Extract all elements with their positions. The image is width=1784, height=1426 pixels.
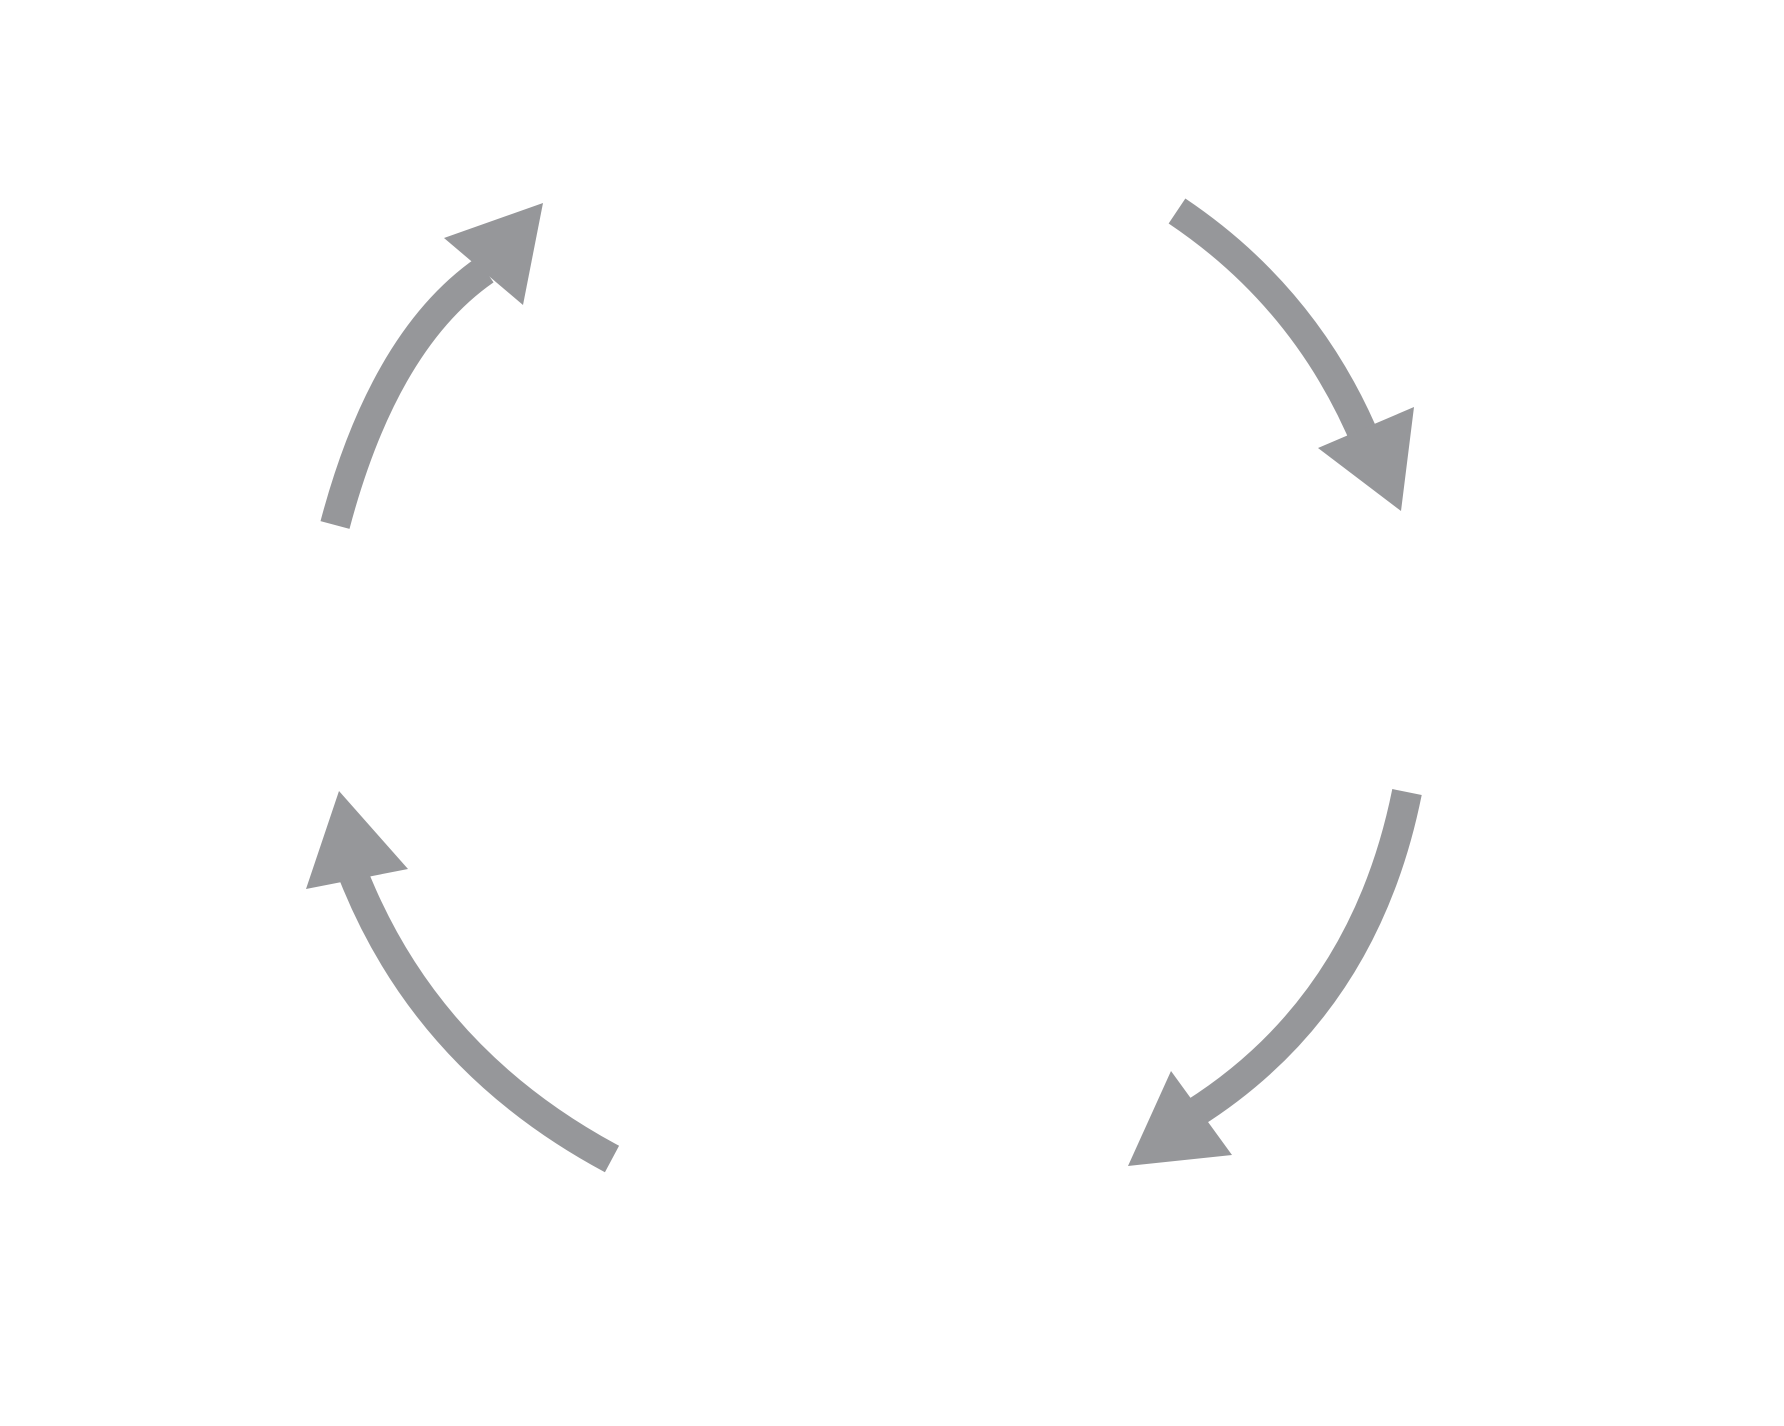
arrow-shaft xyxy=(1168,198,1382,452)
arrow-head xyxy=(444,203,543,305)
arrow-shaft xyxy=(338,865,620,1173)
arrow-head xyxy=(1318,407,1414,511)
arrow-shaft xyxy=(1184,789,1422,1127)
cycle-arrow-top-left xyxy=(320,203,543,529)
arrow-shaft xyxy=(320,257,494,529)
cycle-arrow-bottom-left xyxy=(306,791,620,1173)
arrow-head xyxy=(1128,1071,1232,1166)
arrow-head xyxy=(306,791,408,889)
cycle-arrow-top-right xyxy=(1168,198,1414,511)
cycle-arrow-bottom-right xyxy=(1128,789,1422,1166)
